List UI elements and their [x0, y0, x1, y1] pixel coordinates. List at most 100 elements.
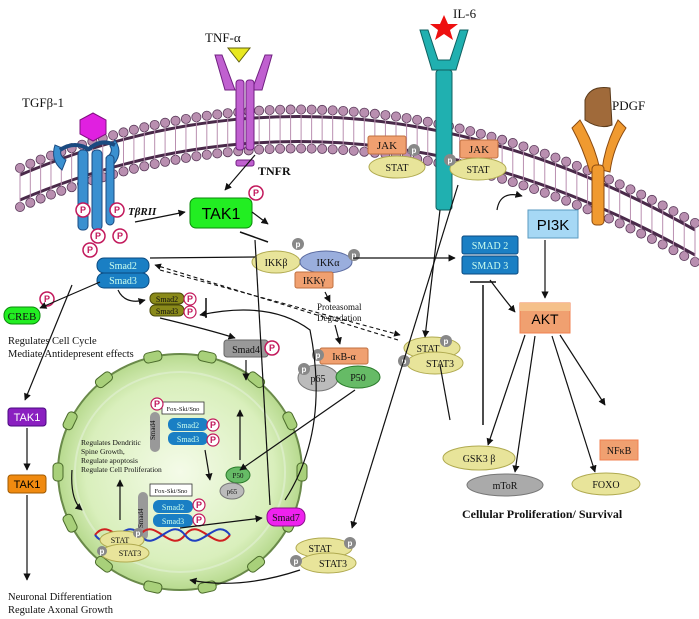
nuclear-smad-complex-upper: Smad4 Fox-Ski/Sno Smad2 Smad3 P P P	[149, 397, 220, 452]
stat3-label: STAT3	[319, 559, 347, 570]
lipid-head	[254, 144, 265, 155]
stat-label: STAT	[111, 536, 130, 545]
tak1-orange-label: TAK1	[14, 479, 41, 491]
pdgf-label: PDGF	[612, 98, 645, 113]
phospho-p: p	[412, 146, 417, 155]
smad23-olive-complex: Smad2 Smad3 P P	[149, 292, 197, 319]
lipid-head	[690, 218, 699, 228]
phospho-label: P	[210, 420, 216, 430]
lipid-head	[561, 195, 572, 206]
lipid-head	[254, 105, 265, 116]
jak-stat-membrane: JAK STAT JAK STAT p p	[367, 135, 507, 181]
lipid-head	[390, 111, 401, 122]
nuclear-stat-complex: STAT STAT3 p p	[97, 528, 150, 563]
lipid-head	[529, 144, 540, 155]
lipid-head	[296, 143, 307, 154]
tak1-orange-node: TAK1	[7, 474, 47, 494]
pdgf-ligand-icon	[584, 87, 613, 128]
nuclear-pore	[52, 462, 64, 482]
smad4-label: Smad4	[232, 345, 260, 356]
lipid-head	[201, 149, 212, 160]
lipid-head	[317, 143, 328, 154]
smad3-right-label: SMAD 3	[472, 261, 508, 272]
p65-label: p65	[227, 488, 238, 496]
akt-label: AKT	[531, 311, 559, 327]
phospho-label: P	[210, 435, 216, 445]
lipid-head	[422, 116, 433, 127]
nuclear-pore	[296, 462, 308, 482]
degradation-text: Degradation	[317, 313, 362, 323]
lipid-head	[35, 154, 46, 165]
phospho-label: P	[95, 231, 101, 241]
nuclear-pore	[197, 350, 217, 364]
stat3-label: STAT3	[426, 359, 454, 370]
lipid-head	[14, 162, 25, 173]
pdgf-receptor: PDGF	[571, 87, 645, 226]
smad7-node: Smad7	[266, 507, 306, 527]
tgfb-label: TGFβ-1	[22, 95, 64, 110]
smad3-label: Smad3	[109, 276, 137, 287]
lipid-head	[264, 105, 275, 116]
pi3k-label: PI3K	[537, 217, 570, 234]
smad23-right-complex: SMAD 2 SMAD 3	[461, 235, 519, 275]
p50-label: P50	[350, 373, 366, 384]
lipid-head	[25, 158, 36, 169]
creb-label: CREB	[8, 311, 37, 323]
nuclear-text-1: Regulates Dendritic	[81, 438, 141, 447]
lipid-head	[296, 104, 307, 115]
neuronal-text: Neuronal Differentiation	[8, 592, 113, 603]
lipid-head	[561, 156, 572, 167]
lipid-head	[212, 109, 223, 120]
nuclear-text-3: Regulate apoptosis	[81, 456, 138, 465]
lipid-head	[550, 152, 561, 163]
lipid-head	[275, 143, 286, 154]
nuclear-pore	[62, 513, 78, 533]
lipid-head	[539, 148, 550, 159]
phospho-label: P	[196, 500, 202, 510]
nuclear-smad-complex-lower: Fox-Ski/Sno Smad4 Smad2 Smad3 P P	[137, 483, 206, 540]
tgfbr-phospho-group: P P P P P	[75, 202, 128, 258]
nuclear-pore	[247, 555, 266, 573]
phospho-p: p	[316, 351, 321, 360]
stat-label: STAT	[466, 165, 489, 176]
lipid-head	[45, 189, 56, 200]
nuclear-pore	[62, 411, 78, 431]
smad4-vertical-label: Smad4	[149, 420, 157, 440]
lipid-head	[475, 128, 486, 139]
nuclear-pore	[94, 555, 113, 573]
lipid-head	[222, 108, 233, 119]
lipid-head	[191, 112, 202, 123]
lipid-head	[348, 106, 359, 117]
lipid-head	[369, 108, 380, 119]
phospho-p: p	[348, 539, 353, 548]
lipid-head	[625, 184, 636, 195]
phospho-label: P	[114, 205, 120, 215]
smad4-cyto-node: Smad4 P	[223, 339, 280, 358]
stat-label: STAT	[416, 344, 439, 355]
lipid-head	[454, 123, 465, 134]
phospho-p: p	[444, 337, 449, 346]
phospho-p: p	[352, 251, 357, 260]
lipid-head	[128, 124, 139, 135]
lipid-head	[614, 218, 625, 229]
lipid-head	[668, 245, 679, 256]
lipid-head	[657, 200, 668, 211]
tbrii-label: TβRII	[128, 206, 157, 218]
lipid-head	[201, 110, 212, 121]
lipid-head	[539, 187, 550, 198]
lipid-head	[285, 143, 296, 154]
phospho-p: p	[448, 156, 453, 165]
lipid-head	[636, 228, 647, 239]
lipid-head	[518, 180, 529, 191]
ikk-complex: IKKβ IKKα IKKγ p p	[251, 238, 360, 289]
lipid-head	[149, 158, 160, 169]
lipid-head	[222, 147, 233, 158]
ikka-label: IKKα	[316, 258, 340, 269]
lipid-head	[317, 104, 328, 115]
phospho-label: P	[154, 399, 160, 409]
smad3-label: Smad3	[162, 517, 184, 526]
lipid-head	[118, 127, 129, 138]
stat-label: STAT	[385, 163, 408, 174]
lipid-head	[348, 145, 359, 156]
